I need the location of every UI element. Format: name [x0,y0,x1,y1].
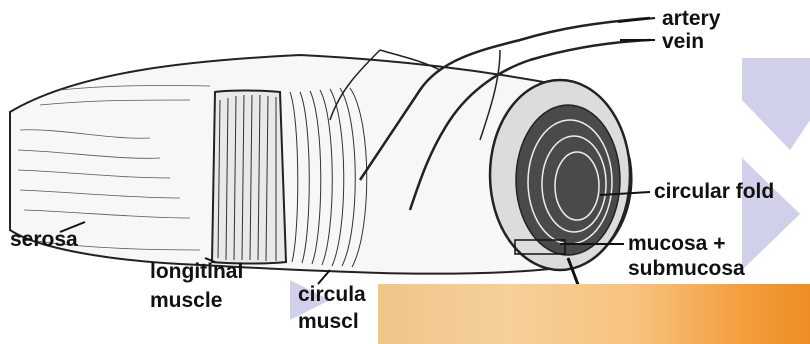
lumen-inner [516,105,620,255]
chevron-shape-middle [742,158,800,270]
label-circular-line1: circula [298,283,366,307]
label-artery: artery [662,7,720,31]
label-longitudinal-line2: muscle [150,289,222,313]
orange-overlay-bar [378,284,810,344]
label-circular-fold: circular fold [654,180,774,204]
label-circular-line2: muscl [298,310,359,334]
chevron-shape-top [742,58,810,150]
leader-circular [318,270,330,284]
label-mucosa-line1: mucosa + [628,232,725,256]
label-longitudinal-line1: longitinal [150,260,243,284]
label-mucosa-line2: submucosa [628,257,745,281]
intestine-tube [10,55,632,274]
longitudinal-muscle-band [212,91,286,264]
label-serosa: serosa [10,228,78,252]
label-vein: vein [662,30,704,54]
